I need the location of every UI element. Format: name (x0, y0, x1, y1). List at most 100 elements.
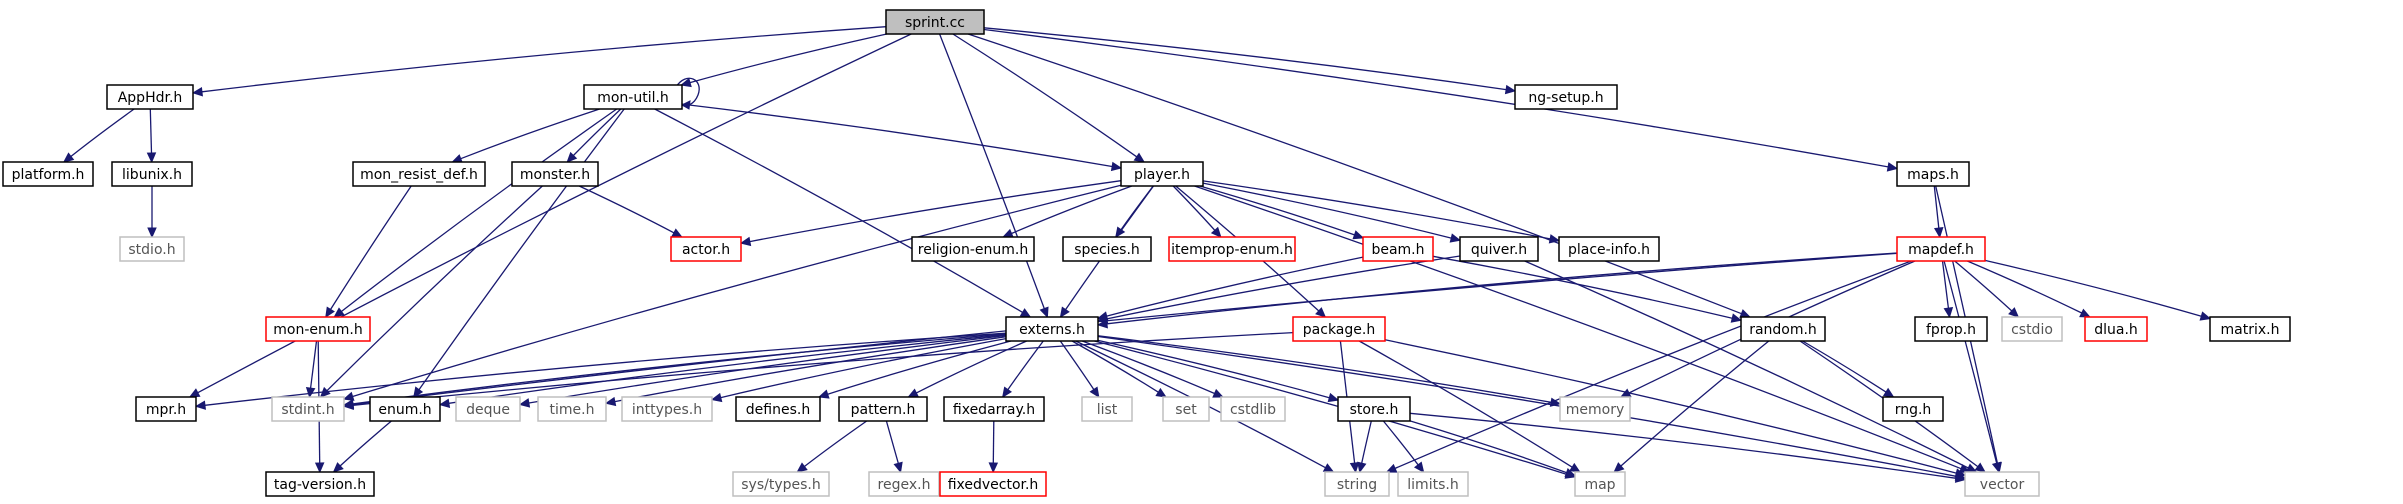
node-mapdef-h[interactable]: mapdef.h (1896, 236, 1986, 262)
node-stdio-h[interactable]: stdio.h (119, 236, 185, 262)
node-box (352, 161, 486, 187)
node-mon-util-h[interactable]: mon-util.h (583, 84, 683, 110)
node-box (1162, 396, 1210, 422)
node-label: pattern.h (851, 402, 916, 418)
node-box (265, 471, 375, 497)
edge-externs_h-to-enum_h (438, 334, 1007, 408)
node-store-h[interactable]: store.h (1337, 396, 1411, 422)
node-cstdio[interactable]: cstdio (2001, 316, 2063, 342)
node-box (1514, 84, 1618, 110)
node-tag-version-h[interactable]: tag-version.h (265, 471, 375, 497)
node-libunix-h[interactable]: libunix.h (111, 161, 193, 187)
node-box (135, 396, 197, 422)
node-limits-h[interactable]: limits.h (1397, 471, 1469, 497)
node-enum-h[interactable]: enum.h (369, 396, 441, 422)
node-quiver-h[interactable]: quiver.h (1459, 236, 1539, 262)
node-player-h[interactable]: player.h (1120, 161, 1204, 187)
edge-externs_h-to-inttypes_h (710, 337, 1007, 403)
node-label: inttypes.h (632, 402, 702, 418)
node-pattern-h[interactable]: pattern.h (838, 396, 928, 422)
node-dlua-h[interactable]: dlua.h (2084, 316, 2148, 342)
node-religion-enum-h[interactable]: religion-enum.h (911, 236, 1035, 262)
node-monster-h[interactable]: monster.h (511, 161, 599, 187)
node-platform-h[interactable]: platform.h (2, 161, 94, 187)
node-fixedarray-h[interactable]: fixedarray.h (943, 396, 1045, 422)
node-fprop-h[interactable]: fprop.h (1914, 316, 1988, 342)
node-maps-h[interactable]: maps.h (1896, 161, 1970, 187)
edge-apphdr_h-to-platform_h (62, 108, 135, 163)
edge-store_h-to-string (1357, 420, 1372, 474)
edge-random_h-to-rng_h (1802, 340, 1895, 398)
node-beam-h[interactable]: beam.h (1362, 236, 1434, 262)
node-label: map (1584, 477, 1615, 493)
node-box (1362, 236, 1434, 262)
node-set[interactable]: set (1162, 396, 1210, 422)
node-cstdlib[interactable]: cstdlib (1220, 396, 1286, 422)
node-box (1559, 396, 1631, 422)
node-label: fprop.h (1926, 322, 1976, 338)
node-label: sys/types.h (741, 477, 820, 493)
node-mon-enum-h[interactable]: mon-enum.h (265, 316, 371, 342)
edge-mon_util_h-to-externs_h (654, 108, 1032, 318)
edge-player_h-to-religion_enum_h (1002, 185, 1133, 238)
node-label: place-info.h (1568, 242, 1650, 258)
edge-mon_util_h-to-mon_resist_def_h (451, 108, 600, 164)
node-fixedvector-h[interactable]: fixedvector.h (939, 471, 1047, 497)
node-deque[interactable]: deque (455, 396, 521, 422)
node-map[interactable]: map (1574, 471, 1626, 497)
node-label: enum.h (378, 402, 431, 418)
node-itemprop-enum-h[interactable]: itemprop-enum.h (1168, 236, 1296, 262)
node-label: quiver.h (1471, 242, 1527, 258)
node-time-h[interactable]: time.h (537, 396, 607, 422)
edge-sprint_cc-to-mon_util_h (680, 33, 887, 88)
node-label: religion-enum.h (918, 242, 1028, 258)
node-box (1120, 161, 1204, 187)
edge-mapdef_h-to-dlua_h (1967, 260, 2091, 318)
node-label: monster.h (520, 167, 590, 183)
node-place-info-h[interactable]: place-info.h (1558, 236, 1660, 262)
node-rng-h[interactable]: rng.h (1882, 396, 1944, 422)
node-package-h[interactable]: package.h (1292, 316, 1386, 342)
node-label: actor.h (682, 242, 730, 258)
edge-player_h-to-itemprop_enum_h (1172, 185, 1222, 238)
node-mon-resist-def-h[interactable]: mon_resist_def.h (352, 161, 486, 187)
node-regex-h[interactable]: regex.h (868, 471, 940, 497)
node-vector[interactable]: vector (1964, 471, 2040, 497)
node-box (838, 396, 928, 422)
node-label: mapdef.h (1908, 242, 1974, 258)
node-externs-h[interactable]: externs.h (1005, 316, 1099, 342)
node-sprint-cc[interactable]: sprint.cc (885, 9, 985, 35)
edge-store_h-to-vector (1409, 412, 1967, 483)
node-box (943, 396, 1045, 422)
edge-quiver_h-to-vector (1524, 260, 1978, 473)
node-mpr-h[interactable]: mpr.h (135, 396, 197, 422)
node-inttypes-h[interactable]: inttypes.h (621, 396, 713, 422)
node-list[interactable]: list (1081, 396, 1133, 422)
edge-fixedarray_h-to-fixedvector_h (988, 420, 999, 474)
node-stdint-h[interactable]: stdint.h (271, 396, 345, 422)
node-random-h[interactable]: random.h (1740, 316, 1826, 342)
node-box (1574, 471, 1626, 497)
node-box (1081, 396, 1133, 422)
node-box (732, 471, 830, 497)
node-sys-types-h[interactable]: sys/types.h (732, 471, 830, 497)
node-label: externs.h (1019, 322, 1085, 338)
edge-mapdef_h-to-string (1385, 260, 1912, 473)
node-label: maps.h (1907, 167, 1959, 183)
node-memory[interactable]: memory (1559, 396, 1631, 422)
edge-externs_h-to-mpr_h (194, 332, 1007, 410)
node-apphdr-h[interactable]: AppHdr.h (106, 84, 194, 110)
node-matrix-h[interactable]: matrix.h (2209, 316, 2291, 342)
node-box (369, 396, 441, 422)
node-string[interactable]: string (1324, 471, 1390, 497)
node-box (537, 396, 607, 422)
node-actor-h[interactable]: actor.h (670, 236, 742, 262)
node-label: tag-version.h (274, 477, 366, 493)
node-defines-h[interactable]: defines.h (735, 396, 821, 422)
node-box (265, 316, 371, 342)
node-ng-setup-h[interactable]: ng-setup.h (1514, 84, 1618, 110)
node-label: matrix.h (2221, 322, 2280, 338)
node-species-h[interactable]: species.h (1062, 236, 1152, 262)
